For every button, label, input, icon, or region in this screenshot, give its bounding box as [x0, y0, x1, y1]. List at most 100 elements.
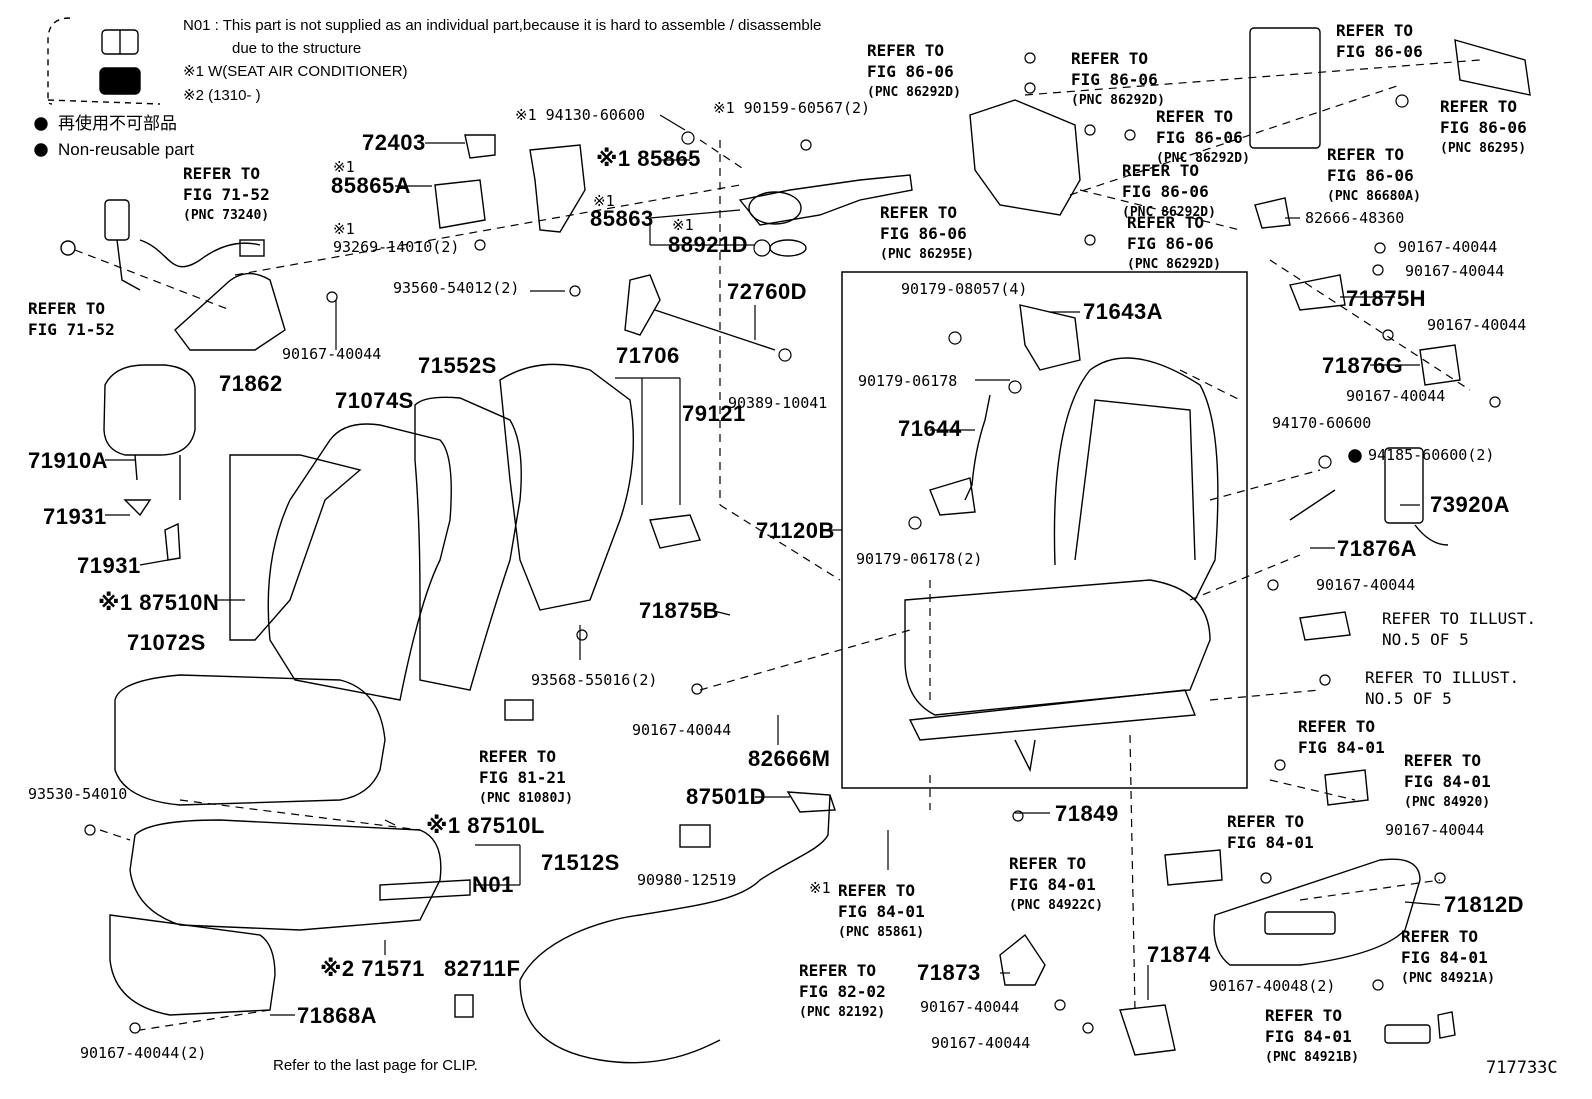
headrest-guide-71931	[123, 499, 152, 517]
callout-87501D: 87501D	[686, 784, 767, 809]
callout-90179-06178-2: 90179-06178(2)	[856, 550, 983, 568]
callout-90167-h: 90167-40044	[1316, 576, 1416, 594]
callout-85865: ※1 85865	[596, 146, 701, 171]
callout-90179-08057: 90179-08057(4)	[901, 280, 1028, 298]
ref-fig-86-06-b: REFER TO FIG 86-06 (PNC 86292D)	[1071, 49, 1165, 108]
connector-ref-8121	[504, 699, 534, 721]
seatback-cover-71074S	[267, 423, 452, 701]
callout-94185: 94185-60600(2)	[1368, 446, 1495, 464]
ref-fig-86-06-f: REFER TO FIG 86-06 (PNC 86292D)	[1127, 213, 1221, 272]
ref-fig-82-02: REFER TO FIG 82-02 (PNC 82192)	[799, 961, 886, 1020]
n01-outline-box-icon	[101, 29, 139, 55]
switch-84920	[1324, 769, 1369, 806]
callout-71862: 71862	[219, 371, 283, 396]
callout-90167-40048: 90167-40048(2)	[1209, 977, 1336, 995]
back-heater-mat	[229, 454, 362, 641]
ref-fig-86-06-c: REFER TO FIG 86-06 (PNC 86292D)	[1156, 107, 1250, 166]
ref-fig-84-01-84921A: REFER TO FIG 84-01 (PNC 84921A)	[1401, 927, 1495, 986]
callout-93530: 93530-54010	[28, 785, 128, 803]
callout-82711F: 82711F	[444, 956, 521, 981]
bracket-71875H	[1289, 274, 1346, 311]
seatback-board-71706	[499, 363, 635, 611]
note-mark2: ※2 (1310- )	[183, 87, 261, 104]
callout-71868A: 71868A	[297, 1003, 378, 1028]
ref-fig-86-06-e: REFER TO FIG 86-06 (PNC 86295E)	[880, 203, 974, 262]
callout-85865A-mark: ※1	[333, 158, 355, 176]
callout-71120B: 71120B	[756, 518, 835, 543]
clip-note: Refer to the last page for CLIP.	[273, 1057, 478, 1074]
ref-illust-part-a	[1299, 611, 1351, 641]
bracket-71706-upper	[624, 274, 661, 336]
knob-84921B	[1384, 1024, 1431, 1044]
callout-94130: ※1 94130-60600	[515, 106, 645, 124]
callout-71910A: 71910A	[28, 448, 109, 473]
cushion-cover-71072S	[114, 674, 386, 806]
callout-71849: 71849	[1055, 801, 1119, 826]
sensor-87501D	[786, 791, 836, 813]
callout-71512S: 71512S	[541, 850, 620, 875]
callout-94170: 94170-60600	[1272, 414, 1372, 432]
headrest-illustration	[103, 364, 196, 500]
callout-71873: 71873	[917, 960, 981, 985]
ref-illust-b: REFER TO ILLUST. NO.5 OF 5	[1365, 668, 1520, 708]
callout-90167-i: 90167-40044	[1385, 821, 1485, 839]
note-mark1: ※1 W(SEAT AIR CONDITIONER)	[183, 63, 408, 80]
callout-90167-c: 90167-40044(2)	[80, 1044, 207, 1062]
callout-85863: 85863	[590, 206, 654, 231]
bracket-71876G	[1419, 344, 1461, 386]
fastener-icons	[84, 52, 1501, 1034]
callout-90167-g: 90167-40044	[1346, 387, 1446, 405]
callout-72760D: 72760D	[727, 279, 808, 304]
callout-85865A: 85865A	[331, 173, 412, 198]
ref-fig-71-52-top: REFER TO FIG 71-52 (PNC 73240)	[183, 164, 270, 223]
ref-fig-86-06-86680A: REFER TO FIG 86-06 (PNC 86680A)	[1327, 145, 1421, 204]
black-dot-icon	[34, 117, 48, 131]
ref-illust-a: REFER TO ILLUST. NO.5 OF 5	[1382, 609, 1537, 649]
ref-fig-84-01-85861: REFER TO FIG 84-01 (PNC 85861)	[838, 881, 925, 940]
callout-90167-f: 90167-40044	[1427, 316, 1527, 334]
legend-frame	[47, 17, 71, 105]
cushion-pad-71512S	[129, 819, 442, 931]
solid-leaders	[105, 114, 1441, 1016]
callout-71931-b: 71931	[77, 553, 141, 578]
callout-87510N: ※1 87510N	[98, 590, 220, 615]
callout-71552S: 71552S	[418, 353, 497, 378]
dashed-leaders	[74, 59, 1481, 1031]
ref-fig-86-06-a: REFER TO FIG 86-06 (PNC 86292D)	[867, 41, 961, 100]
callout-71571: ※2 71571	[320, 956, 425, 981]
callout-90167-j: 90167-40044	[920, 998, 1020, 1016]
ref-fig-84-01-84921B: REFER TO FIG 84-01 (PNC 84921B)	[1265, 1006, 1359, 1065]
callout-90179-06178: 90179-06178	[858, 372, 958, 390]
side-cover-71862	[174, 272, 286, 351]
switch-84922C	[1164, 849, 1223, 886]
callout-79121: 79121	[682, 401, 746, 426]
ref-fig-81-21: REFER TO FIG 81-21 (PNC 81080J)	[479, 747, 573, 806]
legend-nonreusable-en: Non-reusable part	[58, 140, 195, 159]
link-72760D	[654, 309, 776, 351]
callout-72403: 72403	[362, 130, 426, 155]
side-shield-71812D	[1213, 858, 1421, 966]
headrest-guide-71931b	[164, 522, 181, 561]
bracket-71873	[999, 933, 1046, 986]
rear-seatback-86295E	[969, 27, 1531, 216]
callout-87510L: ※1 87510L	[426, 813, 545, 838]
wire-71644	[929, 394, 991, 516]
front-trim-71868A	[109, 914, 276, 1016]
callout-71706: 71706	[616, 343, 680, 368]
bracket-71876A	[1289, 489, 1336, 521]
clip-82711F	[454, 994, 474, 1018]
ref-fig-86-06-86295: REFER TO FIG 86-06 (PNC 86295)	[1440, 97, 1527, 156]
seatback-pad-71552S	[414, 396, 522, 691]
clip-72403	[464, 134, 496, 159]
board-clip-79121	[649, 514, 701, 549]
callout-71812D: 71812D	[1444, 892, 1525, 917]
ref-fig-84-01-top: REFER TO FIG 84-01	[1298, 717, 1385, 757]
callout-71931-a: 71931	[43, 504, 107, 529]
n01-pad-part	[379, 879, 471, 901]
callout-93269: 93269-14010(2)	[333, 238, 460, 256]
callout-85863-mark: ※1	[593, 192, 615, 210]
black-dot-icon	[34, 143, 48, 157]
diagram-code: 717733C	[1486, 1058, 1558, 1078]
callout-90167-e: 90167-40044	[1405, 262, 1505, 280]
